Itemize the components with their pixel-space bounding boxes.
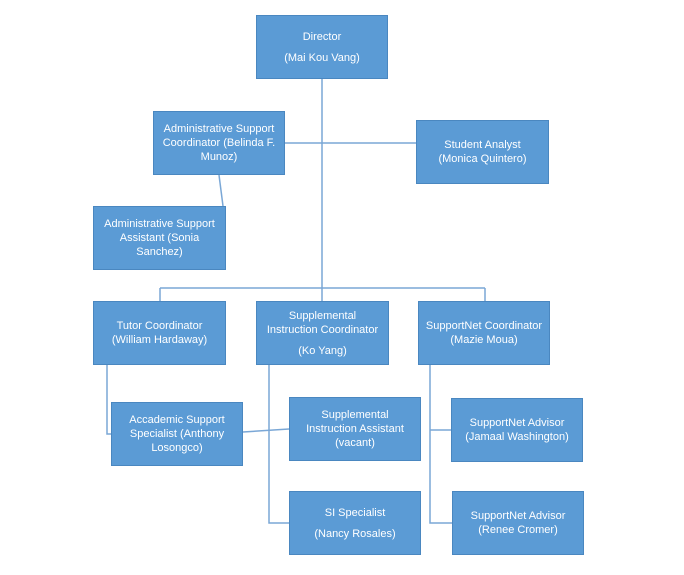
si-assistant-box: Supplemental Instruction Assistant (vaca… [289,397,421,461]
academic-specialist-line-1: Accademic Support [129,414,225,426]
admin-assistant-line-1: Administrative Support [104,218,215,230]
connector-admin-assistant [218,174,224,207]
si-coordinator-line-2: Instruction Coordinator [266,323,379,336]
connector-academic-si-assistant [242,428,290,433]
supportnet-advisor-1-name: (Jamaal Washington) [465,431,569,443]
supportnet-advisor-2-title: SupportNet Advisor [470,510,566,522]
connector-tutor-to-academic [106,365,111,435]
academic-specialist-line-2: Specialist (Anthony [129,428,225,440]
admin-coordinator-line-3: Munoz) [200,151,238,163]
tutor-coordinator-title: Tutor Coordinator [116,320,203,332]
supportnet-advisor-1-title: SupportNet Advisor [469,417,565,429]
supportnet-coordinator-box: SupportNet Coordinator (Mazie Moua) [418,301,550,365]
director-name: (Mai Kou Vang) [284,51,360,64]
director-box: Director (Mai Kou Vang) [256,15,388,79]
admin-assistant-line-3: Sanchez) [136,246,183,258]
supportnet-coordinator-name: (Mazie Moua) [450,334,518,346]
director-title: Director [302,30,342,43]
si-coordinator-box: Supplemental Instruction Coordinator (Ko… [256,301,389,365]
si-specialist-title: SI Specialist [324,506,386,519]
si-assistant-line-2: Instruction Assistant [306,423,404,435]
si-specialist-name: (Nancy Rosales) [314,527,396,540]
student-analyst-title: Student Analyst [444,139,521,151]
tutor-coordinator-box: Tutor Coordinator (William Hardaway) [93,301,226,365]
admin-coordinator-line-1: Administrative Support [163,123,275,135]
si-coordinator-line-1: Supplemental [288,309,357,322]
supportnet-advisor-2-name: (Renee Cromer) [478,524,558,536]
tutor-coordinator-name: (William Hardaway) [111,334,208,346]
admin-support-coordinator-box: Administrative Support Coordinator (Beli… [153,111,285,175]
student-analyst-box: Student Analyst (Monica Quintero) [416,120,549,184]
academic-support-specialist-box: Accademic Support Specialist (Anthony Lo… [111,402,243,466]
si-assistant-line-1: Supplemental [321,409,389,421]
admin-support-assistant-box: Administrative Support Assistant (Sonia … [93,206,226,270]
supportnet-advisor-2-box: SupportNet Advisor (Renee Cromer) [452,491,584,555]
connector-si-to-specialist [268,365,289,524]
academic-specialist-line-3: Losongco) [151,442,203,454]
admin-assistant-line-2: Assistant (Sonia [119,232,200,244]
si-coordinator-name: (Ko Yang) [298,344,347,357]
supportnet-coordinator-title: SupportNet Coordinator [425,320,543,332]
supportnet-advisor-1-box: SupportNet Advisor (Jamaal Washington) [451,398,583,462]
admin-coordinator-line-2: Coordinator (Belinda F. [162,137,276,149]
student-analyst-name: (Monica Quintero) [438,153,527,165]
si-specialist-box: SI Specialist (Nancy Rosales) [289,491,421,555]
si-assistant-line-3: (vacant) [335,437,375,449]
connector-supportnet-to-advisors [429,365,452,524]
